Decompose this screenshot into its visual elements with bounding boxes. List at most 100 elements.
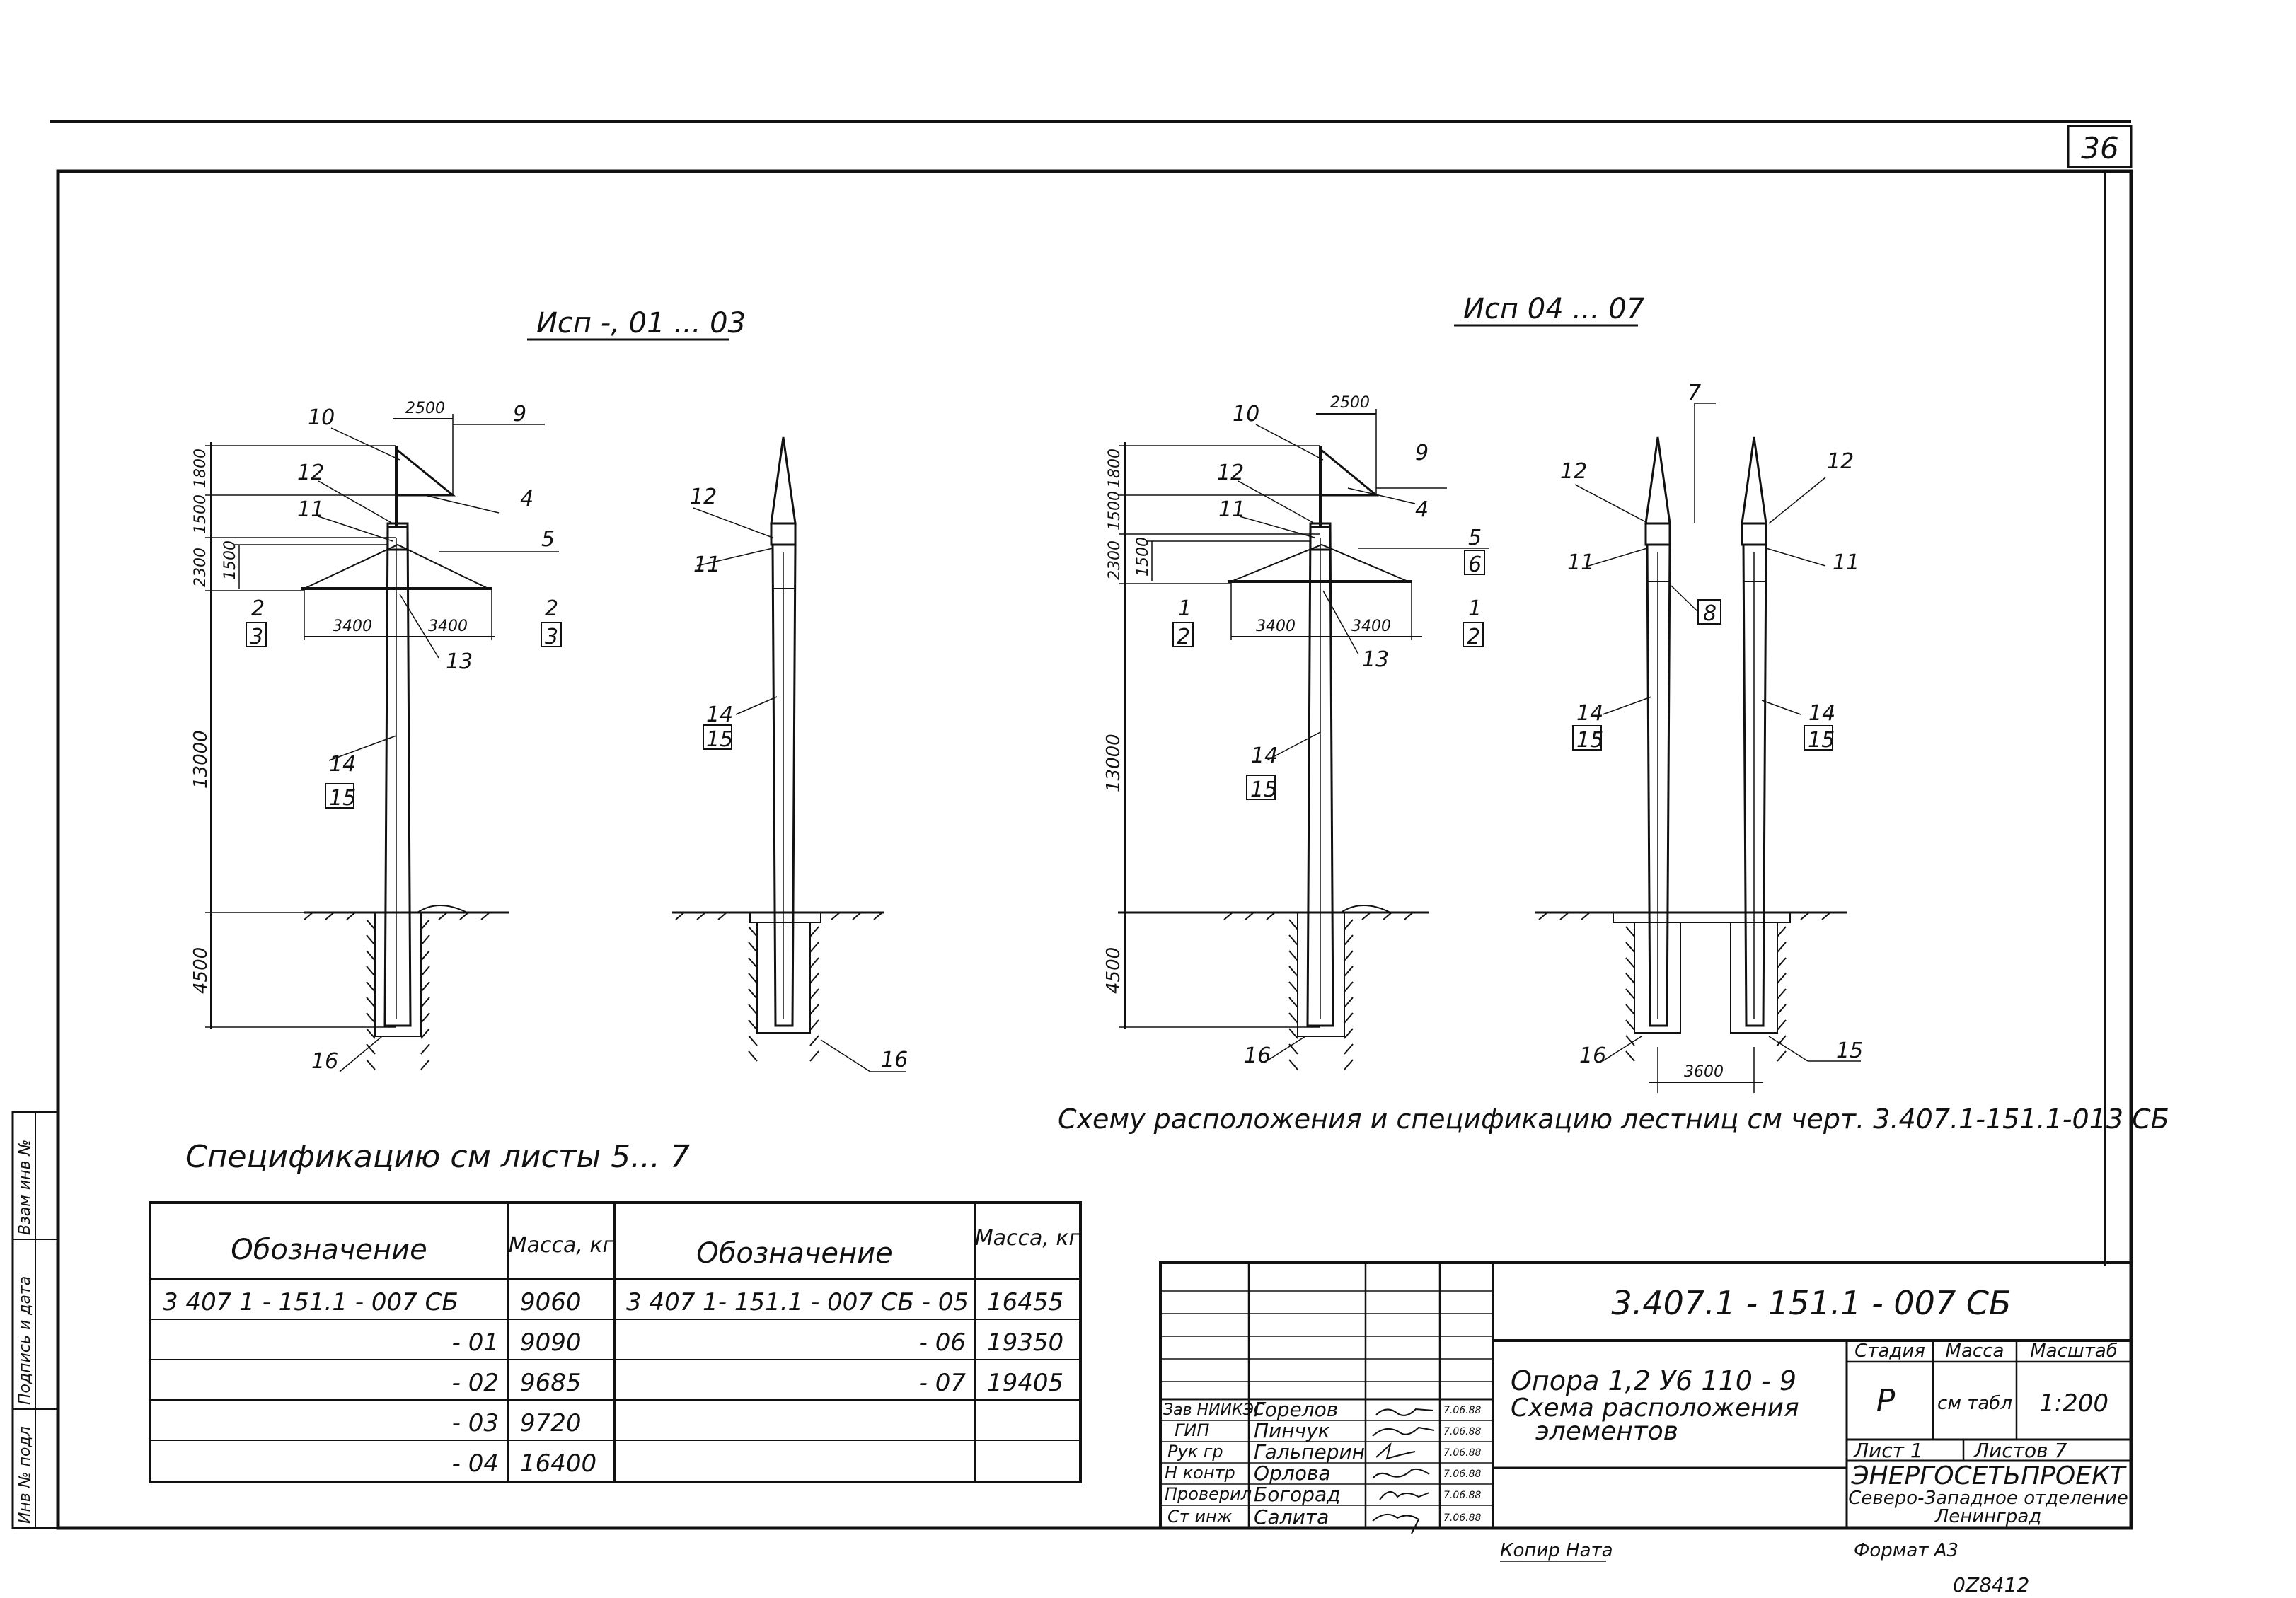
person-name-5: Богорад — [1254, 1483, 1340, 1506]
format-label: Формат А3 — [1854, 1540, 1958, 1561]
title-line-3: элементов — [1535, 1417, 1678, 1446]
callout-14-c: 14 — [1251, 743, 1278, 768]
callout-13-c: 13 — [1362, 647, 1389, 672]
callout-6-c: 6 — [1468, 552, 1482, 577]
dim-1500-c: 1500 — [1106, 491, 1124, 531]
dim-1500b-a: 1500 — [221, 540, 239, 580]
row4-mass: 9720 — [520, 1409, 582, 1437]
person-name-1: Горелов — [1254, 1398, 1338, 1421]
dim-13000-c: 13000 — [1103, 734, 1124, 792]
side-label-inv: Инв № подл — [16, 1426, 34, 1524]
person-role-1: Зав НИИКЭС — [1163, 1401, 1265, 1419]
dim-3400-a-left: 3400 — [333, 618, 372, 635]
mass-value: см табл — [1937, 1393, 2012, 1414]
mass-label: Масса — [1946, 1341, 2004, 1362]
row1-mass: 9060 — [520, 1288, 582, 1316]
dim-3400-c-right: 3400 — [1351, 618, 1391, 635]
person-date-6: 7.06.88 — [1443, 1512, 1482, 1524]
dim-2300-c: 2300 — [1106, 540, 1124, 580]
mass-table: Обозначение Масса, кг Обозначение Масса,… — [149, 1201, 1082, 1483]
callout-14-d-right: 14 — [1808, 701, 1835, 726]
callout-12-a: 12 — [297, 461, 324, 485]
dim-1500b-c: 1500 — [1134, 537, 1152, 577]
row3-mass: 9685 — [520, 1369, 582, 1397]
right-view-title: Исп 04 ... 07 — [1463, 293, 1645, 325]
row2-mass: 9090 — [520, 1328, 582, 1357]
person-date-3: 7.06.88 — [1443, 1447, 1482, 1459]
dim-3400-a-right: 3400 — [428, 618, 468, 635]
title-line-1: Опора 1,2 У6 110 - 9 — [1511, 1365, 1796, 1396]
doc-code: 3.407.1 - 151.1 - 007 СБ — [1611, 1284, 2011, 1322]
callout-12-c: 12 — [1217, 461, 1244, 485]
callout-2-a-left: 2 — [251, 596, 265, 621]
callout-14-b: 14 — [706, 702, 733, 727]
callout-3-a-right: 3 — [545, 625, 558, 649]
copy-label: Копир Ната — [1500, 1540, 1613, 1561]
dim-4500-a: 4500 — [190, 947, 212, 994]
scale-value: 1:200 — [2039, 1389, 2108, 1418]
spec-note: Спецификацию см листы 5... 7 — [185, 1139, 690, 1175]
dim-13000-a: 13000 — [190, 730, 212, 789]
row1-mass2: 16455 — [987, 1288, 1063, 1316]
callout-5-c: 5 — [1468, 526, 1482, 550]
signature-1 — [1375, 1408, 1434, 1416]
callout-16-d: 16 — [1579, 1043, 1606, 1068]
title-line-2: Схема расположения — [1511, 1394, 1799, 1423]
dim-1800-c: 1800 — [1106, 448, 1124, 488]
signature-6 — [1372, 1513, 1420, 1534]
ladder-note: Схему расположения и спецификацию лестни… — [1058, 1104, 2169, 1135]
callout-14-a: 14 — [329, 752, 356, 777]
callout-10-a: 10 — [308, 405, 335, 430]
org-sub1: Северо-Западное отделение — [1848, 1488, 2128, 1509]
row3-designation: - 02 — [452, 1369, 499, 1397]
side-stamp: Инв № подл Подпись и дата Взам инв № — [11, 1111, 59, 1529]
callout-16-c: 16 — [1244, 1043, 1271, 1068]
callout-16-a: 16 — [311, 1049, 338, 1074]
signature-4 — [1372, 1468, 1430, 1479]
callout-13-a: 13 — [446, 649, 473, 674]
person-date-5: 7.06.88 — [1443, 1490, 1482, 1501]
row1-designation: 3 407 1 - 151.1 - 007 СБ — [163, 1288, 458, 1316]
callout-1-c-left: 1 — [1178, 596, 1192, 621]
callout-10-c: 10 — [1233, 402, 1259, 427]
callout-1-c-right: 1 — [1468, 596, 1482, 621]
person-name-6: Салита — [1254, 1505, 1329, 1529]
callout-11-c: 11 — [1218, 497, 1245, 522]
dim-2500-c: 2500 — [1330, 394, 1370, 412]
signature-5 — [1379, 1491, 1430, 1500]
dim-2300-a: 2300 — [192, 548, 209, 587]
scale-label: Масштаб — [2030, 1341, 2118, 1362]
callout-2-a-right: 2 — [545, 596, 558, 621]
dim-4500-c: 4500 — [1103, 947, 1124, 994]
header-mass-1: Масса, кг — [509, 1233, 614, 1258]
dim-3600-d: 3600 — [1684, 1063, 1724, 1081]
callout-3-a-left: 3 — [250, 625, 263, 649]
pole-view-c: 2500 1800 1500 2300 1500 13000 4500 3400… — [1103, 394, 1489, 1070]
dim-3400-c-left: 3400 — [1256, 618, 1296, 635]
callout-2-c-right: 2 — [1467, 625, 1480, 649]
callout-8-d: 8 — [1703, 601, 1717, 626]
header-designation-2: Обозначение — [696, 1237, 893, 1270]
callout-11-d-left: 11 — [1567, 550, 1594, 575]
dim-2500-a: 2500 — [405, 400, 445, 417]
side-label-sign: Подпись и дата — [16, 1276, 34, 1405]
pole-view-a: 2500 1800 1500 2300 1500 13000 4500 3400… — [190, 400, 562, 1074]
row4-designation: - 03 — [452, 1409, 499, 1437]
person-date-2: 7.06.88 — [1443, 1426, 1482, 1437]
callout-4-a: 4 — [520, 487, 533, 511]
row2-mass2: 19350 — [987, 1328, 1063, 1357]
person-role-6: Ст инж — [1167, 1507, 1233, 1527]
title-block: 3.407.1 - 151.1 - 007 СБ Опора 1,2 У6 11… — [1159, 1261, 2133, 1534]
row2-designation: - 01 — [452, 1328, 499, 1357]
person-role-5: Проверил — [1165, 1484, 1252, 1504]
sheet-frame: 36 — [50, 120, 2133, 1530]
dim-1500-a: 1500 — [192, 494, 209, 534]
callout-11-a: 11 — [297, 497, 324, 522]
callout-15-d-left: 15 — [1576, 728, 1603, 753]
person-date-4: 7.06.88 — [1443, 1469, 1482, 1480]
callout-15-a: 15 — [329, 786, 356, 811]
side-label-replace: Взам инв № — [16, 1140, 34, 1235]
stage-label: Стадия — [1854, 1341, 1925, 1362]
header-designation-1: Обозначение — [231, 1234, 427, 1266]
